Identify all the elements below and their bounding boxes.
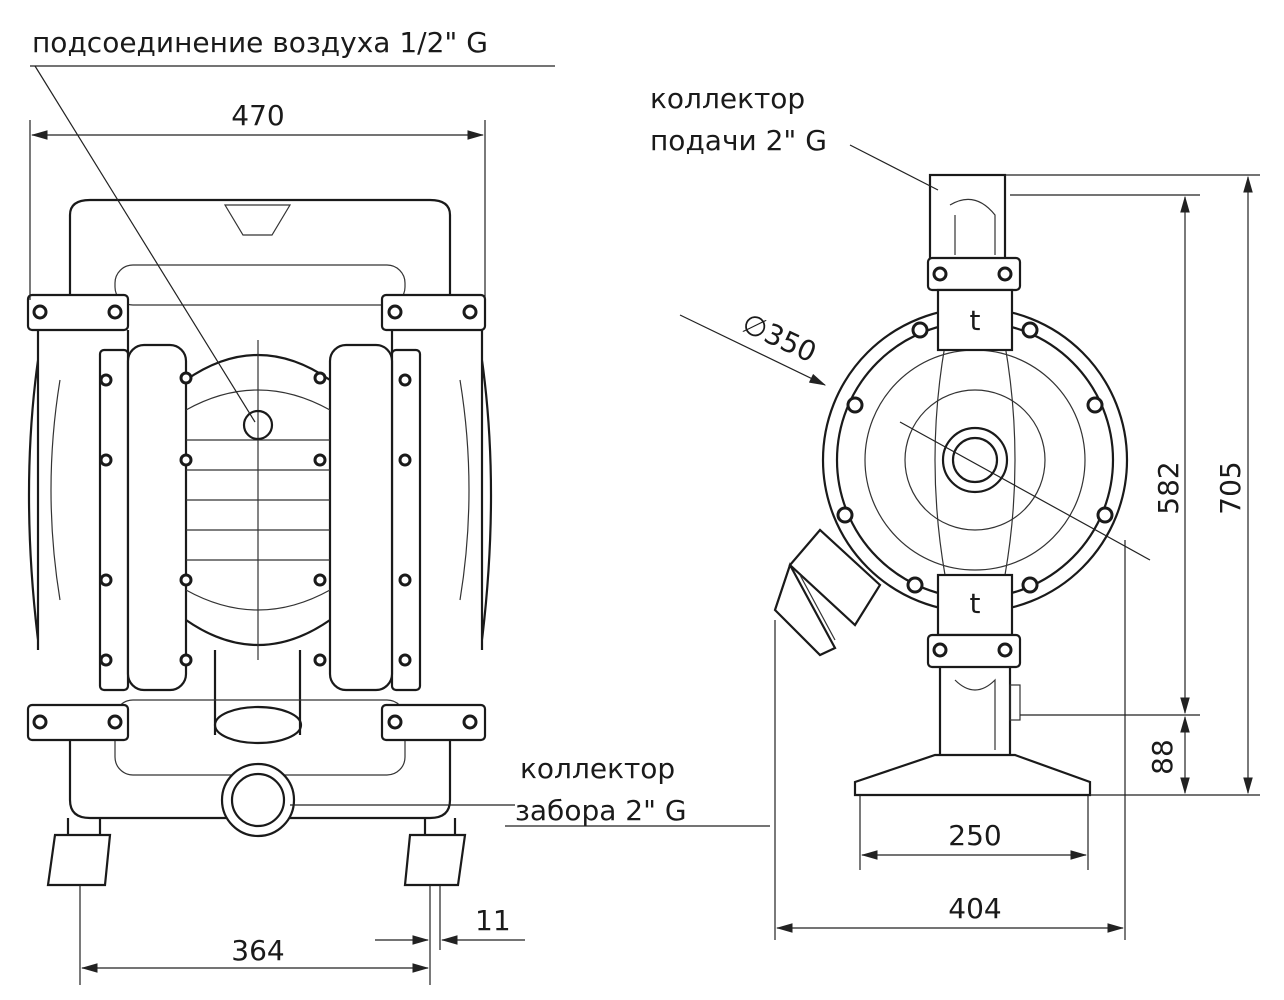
discharge-label-line2: подачи 2" G	[650, 124, 827, 157]
dim-11: 11	[475, 904, 511, 937]
dim-364: 364	[231, 934, 284, 967]
dim-250: 250	[948, 819, 1001, 852]
dim-470: 470	[231, 99, 284, 132]
suction-label-line1: коллектор	[520, 752, 675, 785]
flow-arrow-bottom: t	[970, 587, 981, 620]
discharge-label-line1: коллектор	[650, 82, 805, 115]
dim-diameter-350: ∅350	[737, 306, 821, 369]
side-view: t t ∅350 коллектор подачи 2" G 705 582	[650, 82, 1260, 940]
dim-88: 88	[1146, 739, 1179, 775]
air-connection-label: подсоединение воздуха 1/2" G	[32, 26, 488, 59]
suction-label-line2: забора 2" G	[515, 794, 687, 827]
dim-582: 582	[1152, 461, 1185, 514]
dim-404: 404	[948, 892, 1001, 925]
front-view: 470 364 11 подсоединение воздуха 1/2" G …	[26, 26, 770, 985]
dim-705: 705	[1214, 461, 1247, 514]
flow-arrow-top: t	[970, 304, 981, 337]
